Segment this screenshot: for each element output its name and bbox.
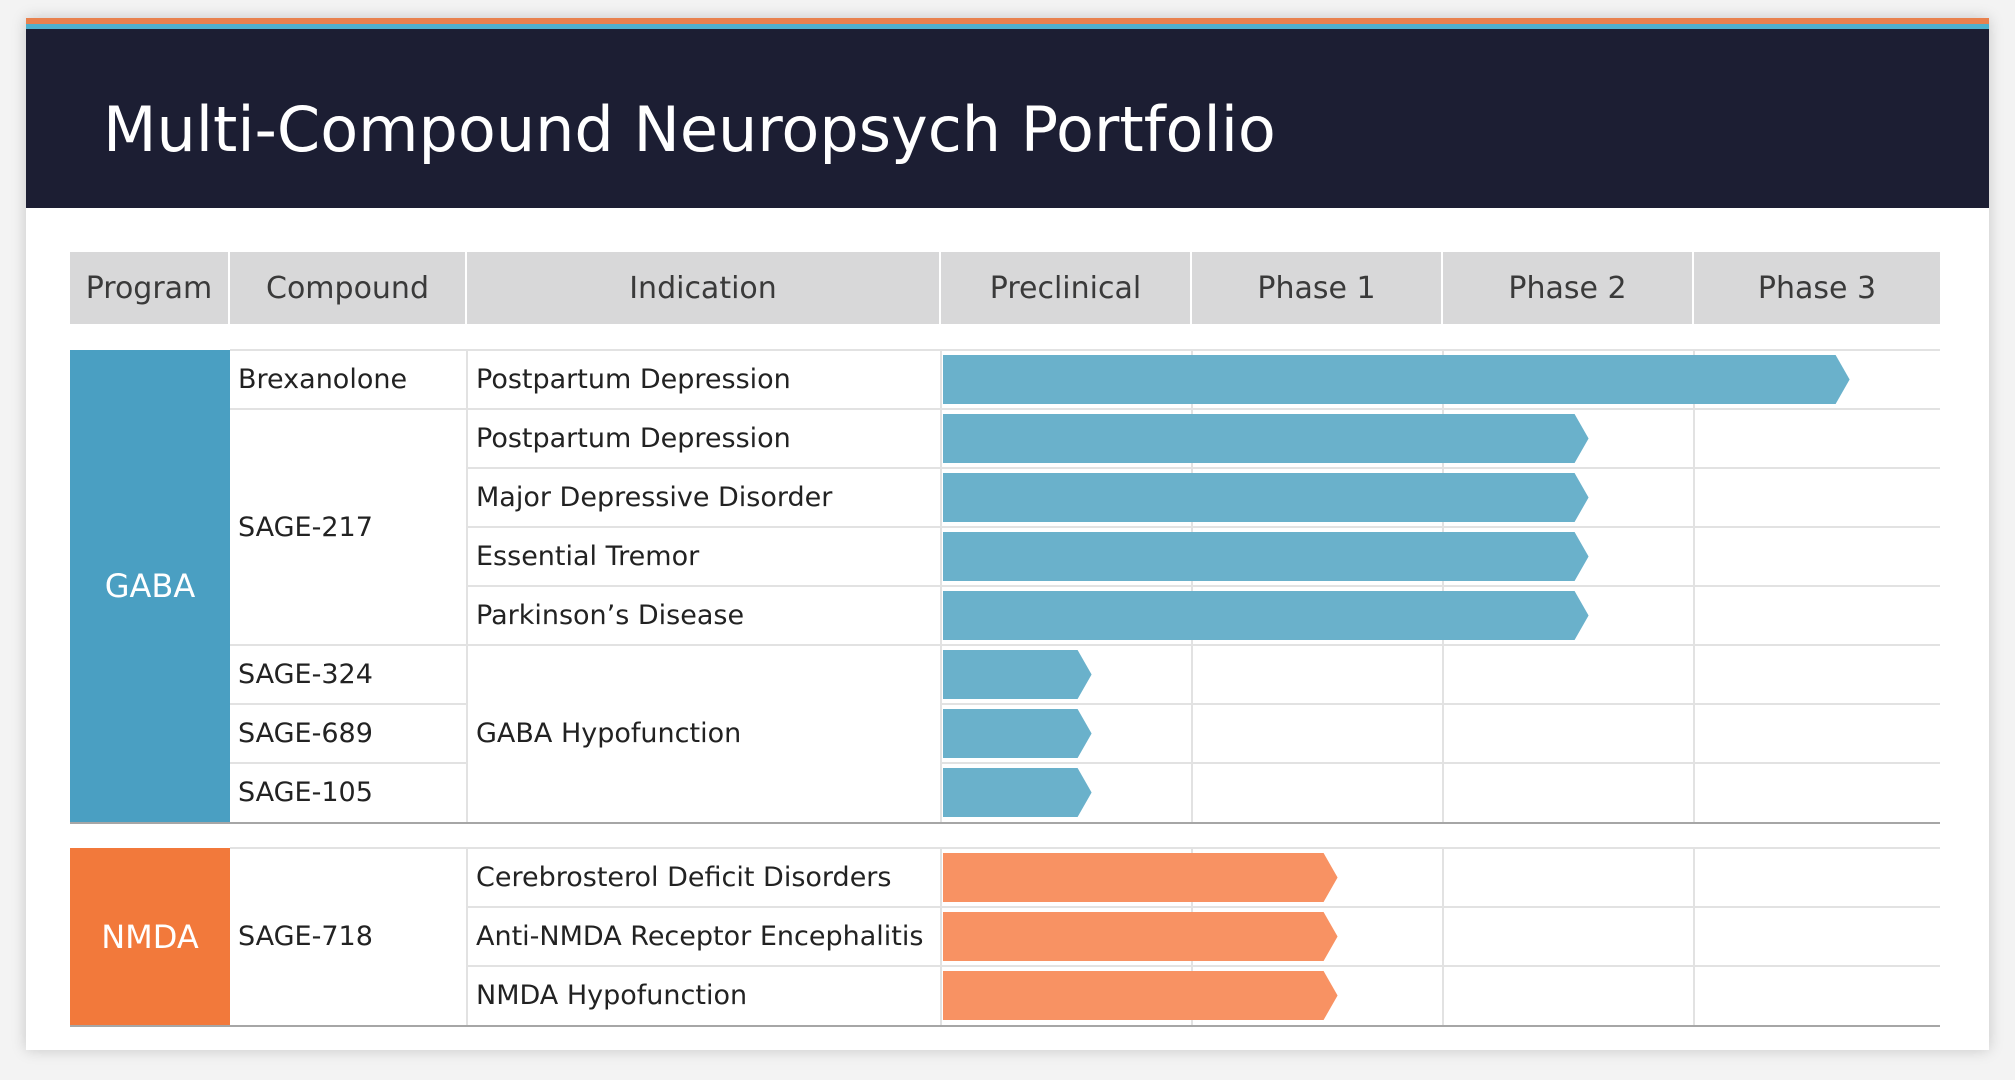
row-gridline [941,585,1940,587]
row-gridline [941,408,1940,410]
indication-label: Parkinson’s Disease [476,600,745,631]
row-gridline [467,965,941,967]
column-gridline [1693,350,1695,822]
compound-label: SAGE-324 [238,659,373,690]
row-gridline [467,467,941,469]
row-gridline [230,349,467,351]
accent-stripe-orange [26,18,1989,24]
program-label: GABA [104,567,196,605]
title-band: Multi-Compound Neuropsych Portfolio [26,29,1989,208]
progress-arrow-shape [943,532,1589,581]
row-gridline [941,526,1940,528]
progress-arrow-row-4 [943,591,1589,640]
header-compound: Compound [230,252,467,324]
row-gridline [230,408,467,410]
indication-label: Anti-NMDA Receptor Encephalitis [476,921,924,952]
column-gridline [466,848,468,1025]
header-phase-1: Phase 1 [1192,252,1443,324]
row-gridline [941,762,1940,764]
progress-arrow-shape [943,912,1338,961]
indication-label: Essential Tremor [476,541,700,572]
progress-arrow-row-8 [943,853,1338,902]
header-phase-3: Phase 3 [1757,270,1877,306]
compound-label: Brexanolone [238,364,408,395]
column-gridline [466,350,468,822]
column-gridline [940,350,942,822]
progress-arrow-row-5 [943,650,1092,699]
row-gridline [941,703,1940,705]
group-separator [70,1025,1940,1027]
row-gridline [230,644,467,646]
program-cell-nmda: NMDA [70,848,230,1025]
header-program: Program [70,252,230,324]
progress-arrow-shape [943,768,1092,817]
header-phase-2: Phase 2 [1443,252,1694,324]
row-gridline [941,644,1940,646]
group-separator [70,822,1940,824]
progress-arrow-shape [943,591,1589,640]
column-gridline [940,848,942,1025]
row-gridline [230,703,467,705]
indication-label: NMDA Hypofunction [476,980,748,1011]
row-gridline [941,847,1940,849]
header-preclinical: Preclinical [941,252,1192,324]
progress-arrow-shape [943,853,1338,902]
indication-label: Postpartum Depression [476,423,791,454]
progress-arrow-row-7 [943,768,1092,817]
progress-arrow-row-3 [943,532,1589,581]
compound-label: SAGE-689 [238,718,373,749]
row-gridline [230,762,467,764]
column-gridline [1442,350,1444,822]
indication-label: GABA Hypofunction [476,718,742,749]
column-gridline [1693,848,1695,1025]
compound-label: SAGE-718 [238,921,373,952]
program-label: NMDA [101,917,199,956]
progress-arrow-shape [943,355,1850,404]
progress-arrow-shape [943,473,1589,522]
slide: Multi-Compound Neuropsych Portfolio Prog… [26,18,1989,1050]
column-gridline [1442,848,1444,1025]
progress-arrow-row-2 [943,473,1589,522]
progress-arrow-row-6 [943,709,1092,758]
indication-label: Postpartum Depression [476,364,791,395]
progress-arrow-shape [943,650,1092,699]
compound-label: SAGE-105 [238,777,373,808]
progress-arrow-row-0 [943,355,1850,404]
row-gridline [467,847,941,849]
progress-arrow-row-9 [943,912,1338,961]
row-gridline [467,526,941,528]
row-gridline [467,906,941,908]
row-gridline [467,585,941,587]
column-gridline [1191,350,1193,822]
progress-arrow-shape [943,971,1338,1020]
row-gridline [941,965,1940,967]
progress-arrow-row-10 [943,971,1338,1020]
progress-arrow-shape [943,709,1092,758]
row-gridline [941,906,1940,908]
program-cell-gaba: GABA [70,350,230,822]
indication-label: Cerebrosterol Deficit Disorders [476,862,892,893]
row-gridline [467,408,941,410]
row-gridline [230,847,467,849]
row-gridline [941,349,1940,351]
row-gridline [467,349,941,351]
accent-stripe-blue [26,24,1989,29]
row-gridline [467,644,941,646]
progress-arrow-shape [943,414,1589,463]
compound-label: SAGE-217 [238,511,373,543]
row-gridline [941,467,1940,469]
indication-label: Major Depressive Disorder [476,482,833,513]
header-indication: Indication [467,252,941,324]
slide-title: Multi-Compound Neuropsych Portfolio [103,93,1276,166]
progress-arrow-row-1 [943,414,1589,463]
